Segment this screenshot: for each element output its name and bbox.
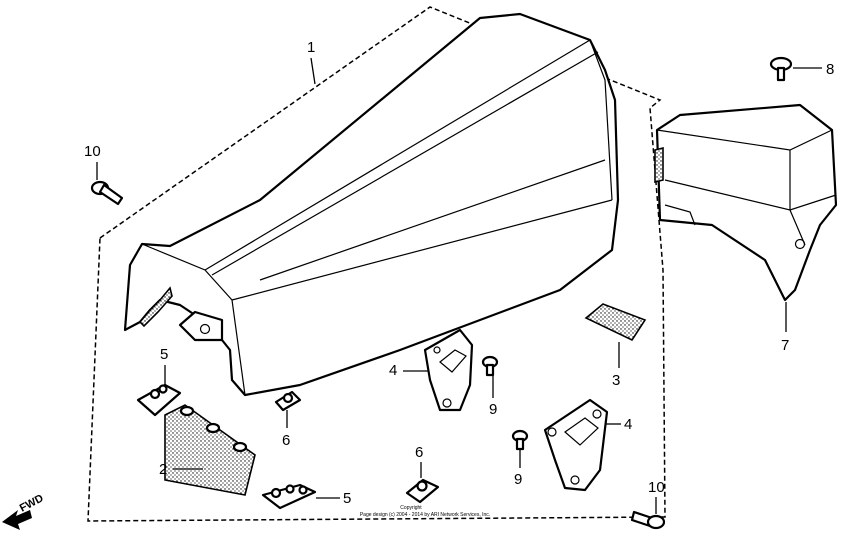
nut-lower [405,478,440,504]
main-seat [123,12,620,397]
callout-4-lower: 4 [624,416,632,433]
seat-pad [164,404,256,496]
nut-upper [274,390,302,412]
callout-10-upper: 10 [84,143,101,160]
copyright-line-2: Page design (c) 2004 - 2014 by ARI Netwo… [360,512,490,518]
callout-9-lower: 9 [514,471,522,488]
callout-10-lower: 10 [648,479,665,496]
bolt-8 [769,56,793,82]
forward-direction-arrow: FWD [2,492,46,530]
callout-6-upper: 6 [282,432,290,449]
callout-6-lower: 6 [415,444,423,461]
fwd-label: FWD [18,492,46,514]
callout-5-lower: 5 [343,490,351,507]
screw-lower [511,429,529,451]
bracket-lower [543,398,609,492]
callout-9-upper: 9 [489,401,497,418]
assembly-boundary [87,6,666,522]
callout-1: 1 [307,39,315,56]
callout-4-upper: 4 [389,362,397,379]
callout-2: 2 [159,461,167,478]
screw-upper [481,355,499,377]
leader-1 [310,57,316,85]
bracket-upper [423,328,474,412]
copyright-line-1: Copyright [400,505,422,511]
bolt-10-lower [630,510,666,530]
bolt-10-upper [90,180,124,206]
callout-7: 7 [781,337,789,354]
rear-seat [654,103,838,302]
clip-lower [261,483,317,510]
clip-upper [136,383,182,417]
callout-5-upper: 5 [160,346,168,363]
callout-3: 3 [612,372,620,389]
cushion-pad [584,303,647,342]
callout-8: 8 [826,61,834,78]
